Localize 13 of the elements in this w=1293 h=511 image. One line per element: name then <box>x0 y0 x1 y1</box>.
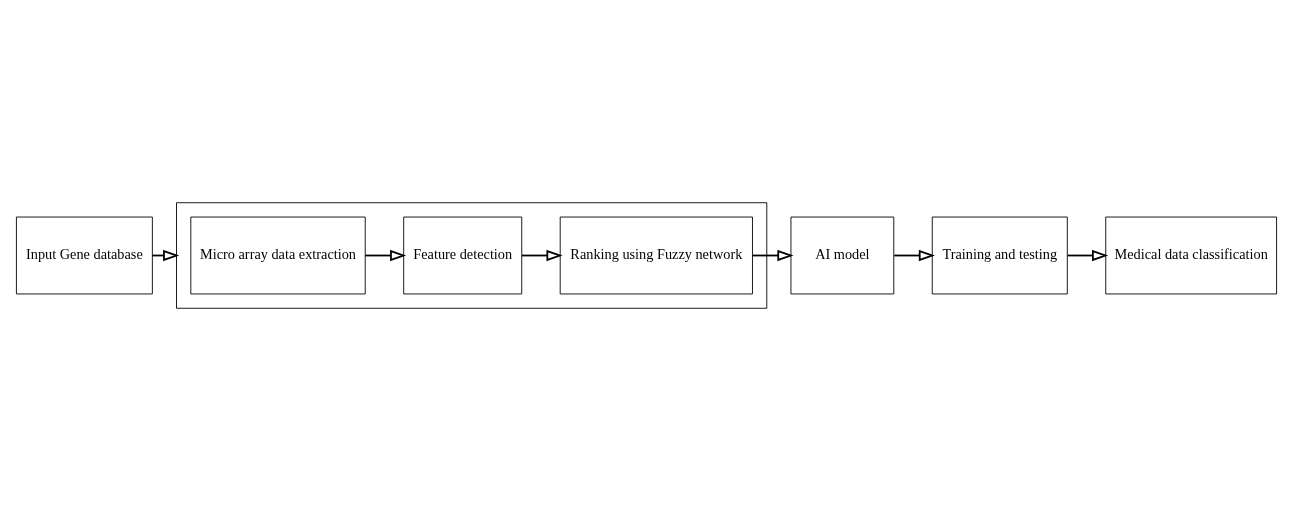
arrow <box>1066 249 1109 262</box>
node-box: Training and testing <box>931 216 1068 295</box>
arrow <box>893 249 935 262</box>
arrow <box>364 249 407 262</box>
arrow <box>521 249 563 262</box>
node-box: AI model <box>790 216 895 295</box>
node-box: Medical data classification <box>1105 216 1278 295</box>
node-box: Feature detection <box>403 216 523 295</box>
arrow <box>751 249 794 262</box>
cluster <box>176 202 768 309</box>
node-box: Input Gene database <box>15 216 153 295</box>
node-box: Micro array data extraction <box>190 216 366 295</box>
node-box: Ranking using Fuzzy network <box>559 216 753 295</box>
